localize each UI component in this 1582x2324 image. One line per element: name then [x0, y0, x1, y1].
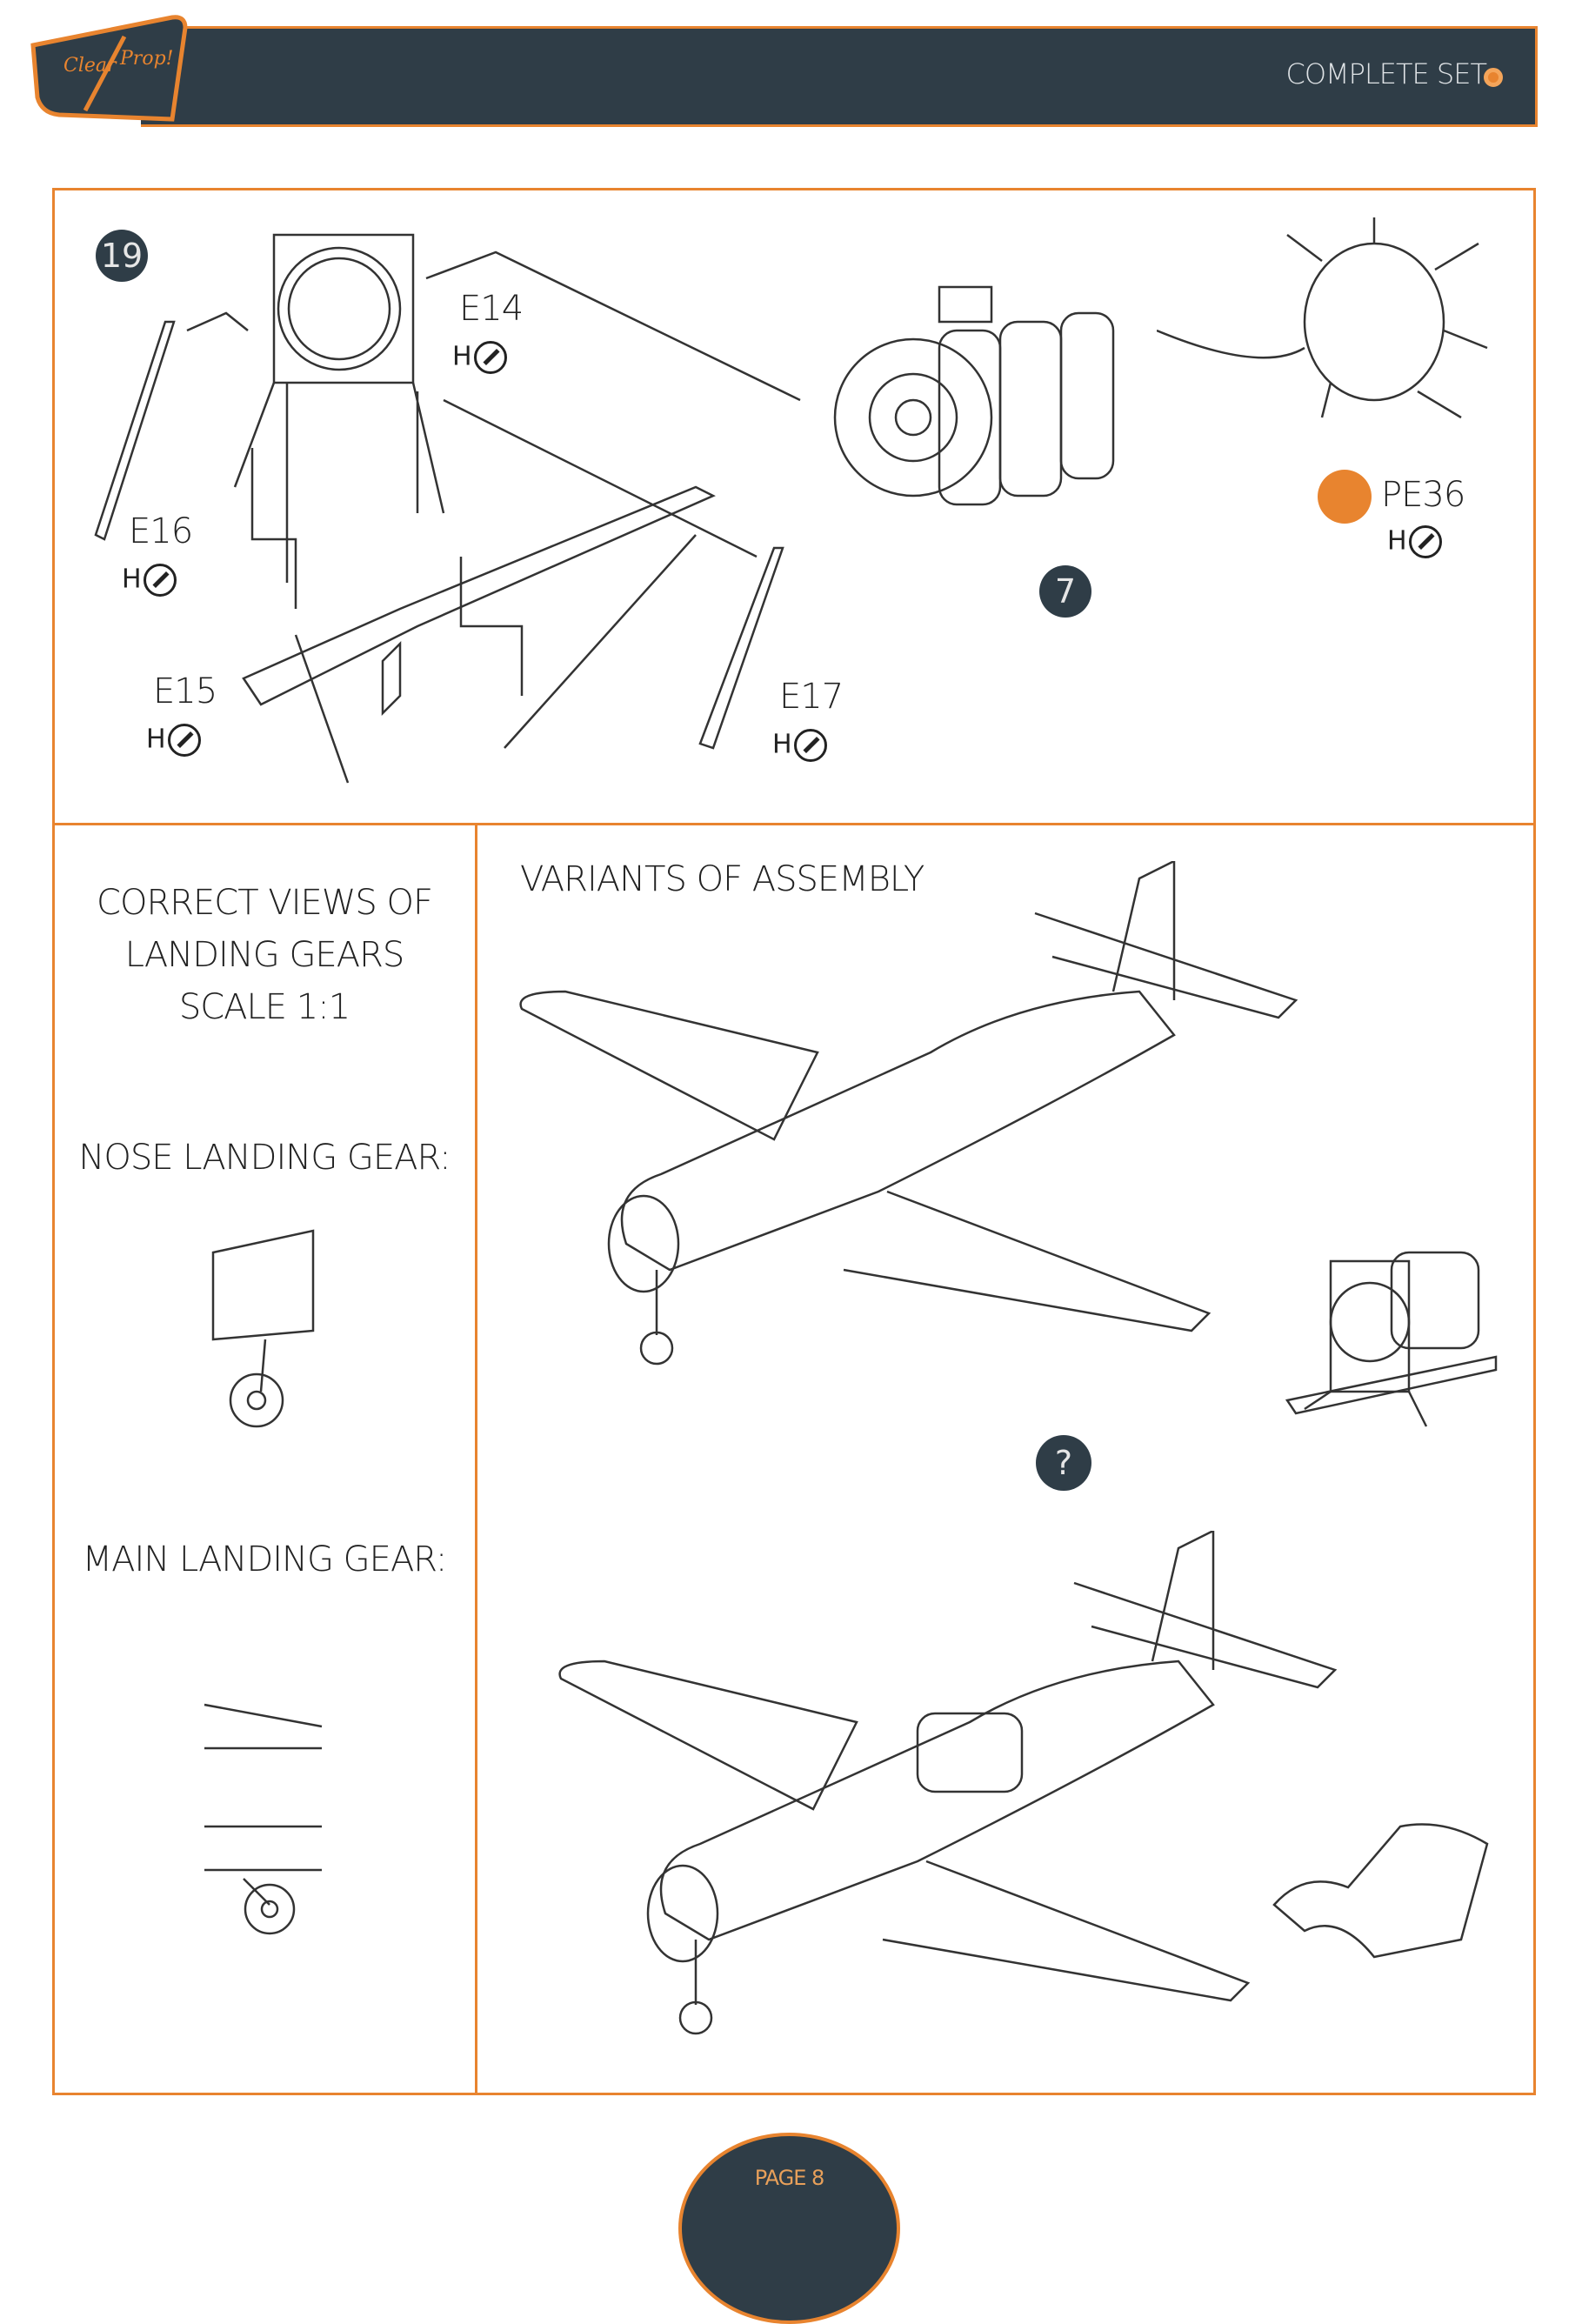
set-title: COMPLETE SET	[1285, 57, 1487, 90]
divider	[52, 823, 1536, 825]
nose-gear-drawing	[211, 1229, 315, 1428]
title-line: CORRECT VIEWS OF	[97, 883, 433, 923]
aircraft-variant-1-drawing	[519, 861, 1298, 1366]
subassembly-number: 7	[1039, 565, 1091, 618]
title-line: SCALE 1:1	[178, 987, 350, 1027]
paint-hint-e14: H	[452, 341, 507, 374]
paint-hint-e16: H	[122, 564, 177, 597]
main-gear-label: MAIN LANDING GEAR:	[82, 1539, 448, 1579]
main-gear-drawing	[204, 1703, 323, 1935]
paint-hint-pe36: H	[1387, 525, 1442, 558]
part-label-e15: E15	[153, 671, 217, 711]
brush-icon	[167, 724, 201, 757]
engine-stand-drawing	[94, 233, 801, 800]
paint-hint-e15: H	[146, 724, 201, 757]
variant-choice-marker: ?	[1036, 1435, 1091, 1491]
engine-on-stand-drawing	[1285, 1251, 1498, 1427]
divider	[475, 823, 477, 2095]
page-number: PAGE 8	[754, 2166, 825, 2190]
header-bar	[141, 26, 1538, 127]
page-tab	[678, 2133, 900, 2324]
paint-code: H	[146, 724, 166, 755]
step-number: 19	[96, 230, 148, 282]
brush-icon	[1408, 525, 1442, 558]
gear-views-title: CORRECT VIEWS OF LANDING GEARS SCALE 1:1	[54, 877, 475, 1033]
aircraft-variant-2-drawing	[558, 1531, 1338, 2035]
part-label-pe36: PE36	[1381, 475, 1465, 515]
brush-icon	[473, 341, 507, 374]
nose-gear-label: NOSE LANDING GEAR:	[78, 1138, 451, 1178]
engine-cowling-drawing	[1272, 1823, 1489, 1959]
instruction-frame	[52, 188, 1536, 2095]
paint-code: H	[1387, 525, 1407, 557]
paint-hint-e17: H	[772, 729, 827, 762]
variants-title: VARIANTS OF ASSEMBLY	[520, 859, 925, 899]
radial-engine-drawing	[833, 285, 1115, 506]
clear-prop-logo: Clear Prop!	[30, 15, 188, 122]
brush-icon	[793, 729, 827, 762]
svg-text:Prop!: Prop!	[119, 48, 174, 70]
paint-code: H	[772, 729, 792, 760]
photo-etch-ring-drawing	[1157, 217, 1488, 419]
part-label-e17: E17	[779, 677, 844, 717]
paint-code: H	[452, 341, 472, 372]
gear-dot-icon	[1484, 68, 1503, 87]
brush-icon	[143, 564, 177, 597]
title-line: LANDING GEARS	[124, 935, 405, 975]
photo-etch-icon	[1318, 470, 1372, 524]
part-label-e14: E14	[459, 289, 524, 329]
part-label-e16: E16	[129, 511, 193, 551]
paint-code: H	[122, 564, 142, 595]
